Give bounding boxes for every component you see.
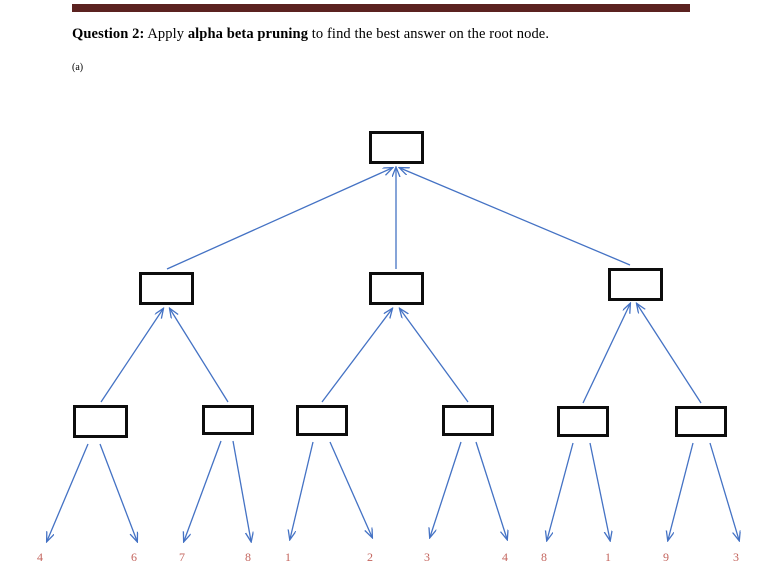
leaf-value: 7 xyxy=(179,550,185,564)
header-rule xyxy=(72,4,690,12)
tree-node-root[interactable] xyxy=(369,131,424,164)
tree-edge xyxy=(100,309,163,403)
tree-edge-leaf xyxy=(475,441,507,539)
part-label: (a) xyxy=(72,62,84,73)
leaf-value: 8 xyxy=(245,550,251,564)
tree-edge xyxy=(400,309,469,403)
edges-to-level2 xyxy=(100,304,702,404)
leaf-value: 3 xyxy=(733,550,739,564)
leaf-value: 3 xyxy=(424,550,430,564)
tree-edge xyxy=(170,309,229,403)
tree-edge xyxy=(321,309,392,403)
question-label: Question 2: xyxy=(72,26,145,42)
tree-node-m4[interactable] xyxy=(442,405,494,436)
question-prompt: Question 2: Apply alpha beta pruning to … xyxy=(72,24,732,44)
tree-edge xyxy=(637,304,702,404)
tree-node-n2[interactable] xyxy=(369,272,424,305)
tree-edge xyxy=(582,304,630,404)
tree-node-n1[interactable] xyxy=(139,272,194,305)
leaf-value: 2 xyxy=(367,550,373,564)
edges-to-root xyxy=(166,168,631,270)
tree-node-m6[interactable] xyxy=(675,406,727,437)
leaf-value: 4 xyxy=(502,550,508,564)
tree-edge-leaf xyxy=(547,442,574,540)
tree-edge xyxy=(400,168,631,266)
tree-node-m3[interactable] xyxy=(296,405,348,436)
leaf-value: 1 xyxy=(605,550,611,564)
leaf-value: 6 xyxy=(131,550,137,564)
leaf-value: 1 xyxy=(285,550,291,564)
tree-edge-leaf xyxy=(184,440,222,541)
tree-edge-leaf xyxy=(709,442,739,540)
tree-edge-leaf xyxy=(329,441,372,537)
leaf-value: 8 xyxy=(541,550,547,564)
question-text-part1: Apply xyxy=(144,26,188,42)
tree-edge-leaf xyxy=(589,442,610,540)
tree-node-n3[interactable] xyxy=(608,268,663,301)
leaf-value: 4 xyxy=(37,550,43,564)
tree-node-m5[interactable] xyxy=(557,406,609,437)
tree-edge-leaf xyxy=(47,443,89,541)
tree-edge-leaf xyxy=(99,443,137,541)
tree-edge-leaf xyxy=(290,441,314,539)
tree-edge-leaf xyxy=(430,441,462,537)
leaf-value: 9 xyxy=(663,550,669,564)
tree-edge xyxy=(166,168,392,270)
tree-edge-leaf xyxy=(668,442,694,540)
question-emphasis: alpha beta pruning xyxy=(187,26,309,42)
edges-to-leaves xyxy=(47,440,739,541)
tree-edge-leaf xyxy=(232,440,251,541)
question-text-part2: to find the best answer on the root node… xyxy=(308,26,550,42)
tree-node-m1[interactable] xyxy=(73,405,128,438)
tree-node-m2[interactable] xyxy=(202,405,254,435)
